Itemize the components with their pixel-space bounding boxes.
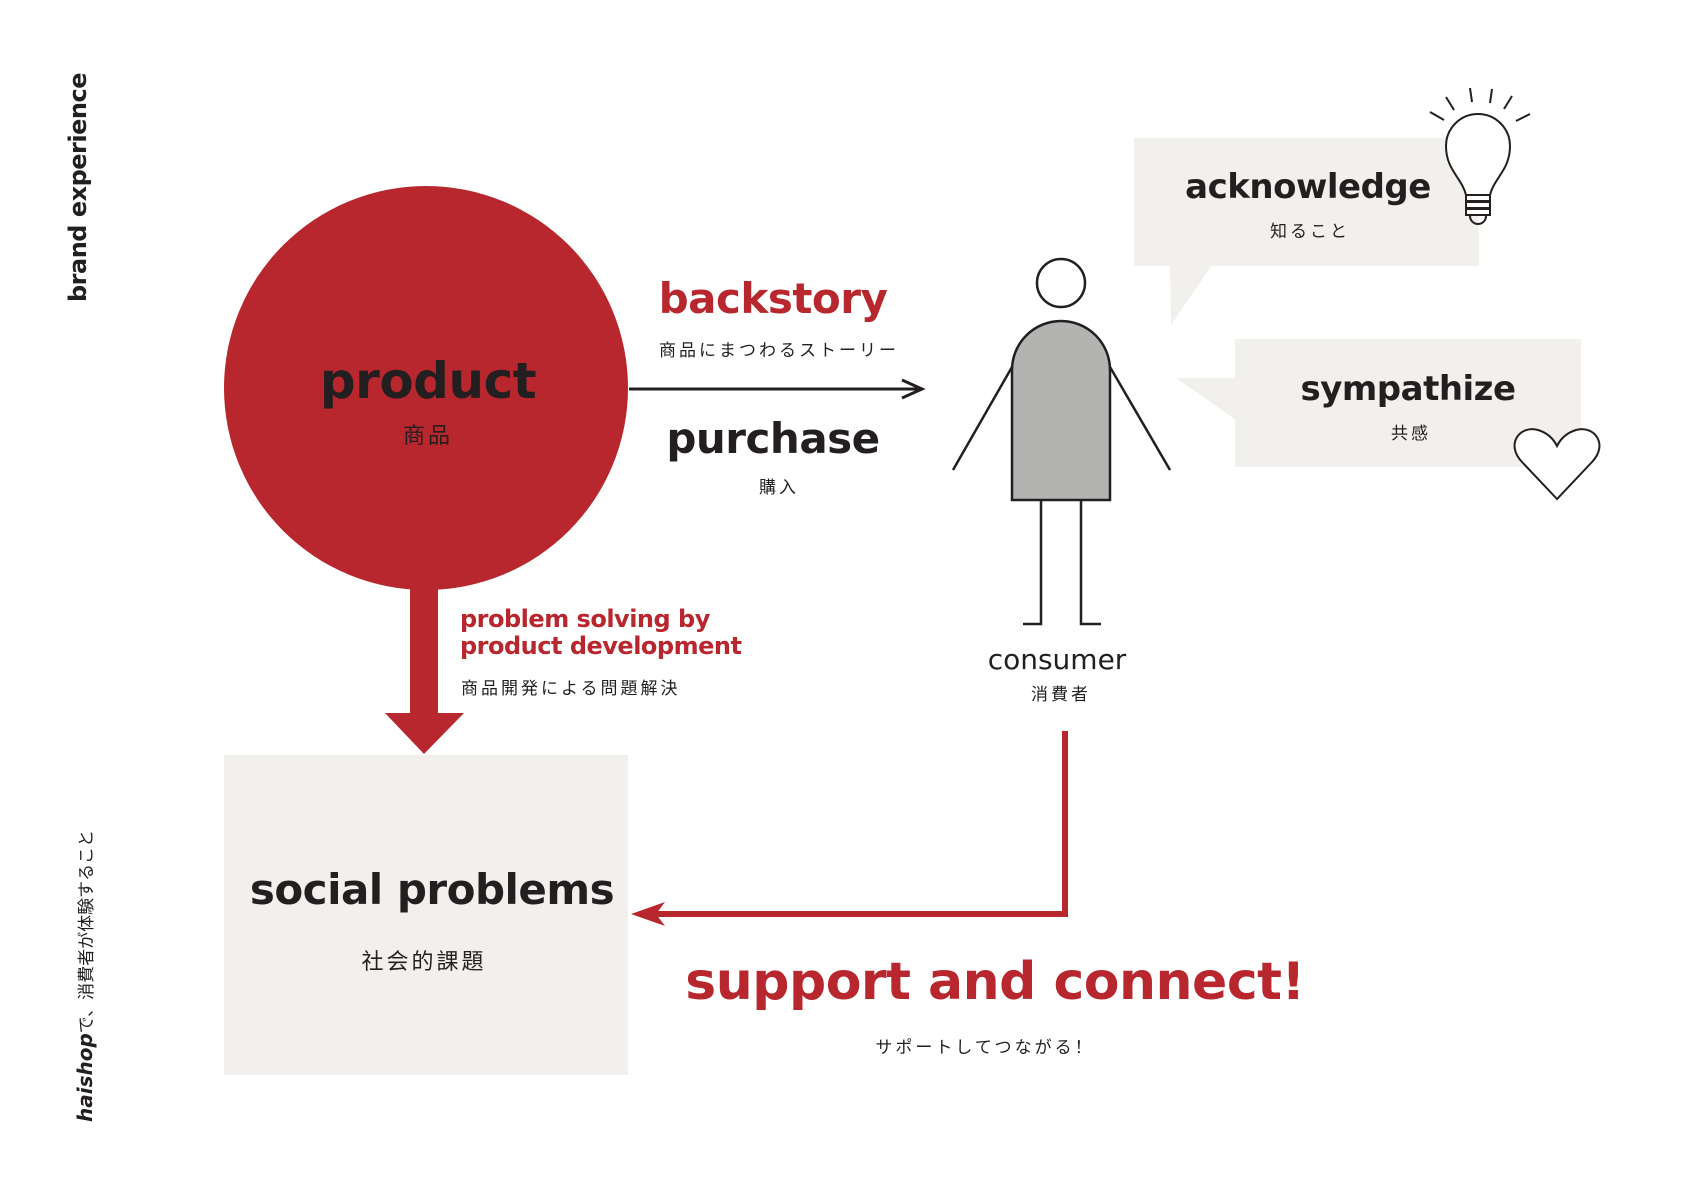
down-arrow [385, 585, 464, 754]
purchase-label: purchase [666, 414, 880, 463]
support-arrow [631, 731, 1068, 926]
problem-solving-label-jp: 商品開発による問題解決 [461, 679, 681, 699]
tagline-brand: haishop [73, 1033, 97, 1122]
sympathize-label-jp: 共感 [1391, 424, 1431, 444]
support-label: support and connect! [685, 952, 1305, 1012]
acknowledge-bubble [1134, 138, 1479, 325]
purchase-label-jp: 購入 [759, 478, 799, 498]
product-circle [224, 186, 628, 590]
side-title: brand experience [64, 73, 92, 302]
purchase-arrow [629, 378, 926, 400]
social-problems-label: social problems [249, 865, 615, 914]
consumer-label: consumer [987, 643, 1127, 676]
support-label-jp: サポートしてつながる！ [875, 1038, 1095, 1058]
social-problems-label-jp: 社会的課題 [361, 950, 487, 975]
sympathize-label: sympathize [1300, 369, 1516, 409]
consumer-figure-icon [951, 257, 1172, 626]
acknowledge-label: acknowledge [1185, 167, 1431, 207]
consumer-label-jp: 消費者 [1031, 685, 1091, 705]
product-label: product [319, 352, 537, 410]
heart-icon [1513, 428, 1601, 501]
problem-solving-line2: product development [460, 632, 742, 660]
problem-solving-line1: problem solving by [460, 605, 710, 633]
acknowledge-label-jp: 知ること [1270, 222, 1350, 242]
product-label-jp: 商品 [402, 424, 454, 449]
backstory-label: backstory [658, 274, 888, 323]
problem-solving-label: problem solving by product development [460, 605, 742, 660]
tagline-rest: で、消費者が体験すること [77, 829, 97, 1034]
social-problems-box [224, 755, 628, 1075]
lightbulb-icon [1429, 87, 1531, 225]
side-tagline: haishopで、消費者が体験すること [72, 830, 97, 1122]
backstory-label-jp: 商品にまつわるストーリー [659, 341, 899, 361]
